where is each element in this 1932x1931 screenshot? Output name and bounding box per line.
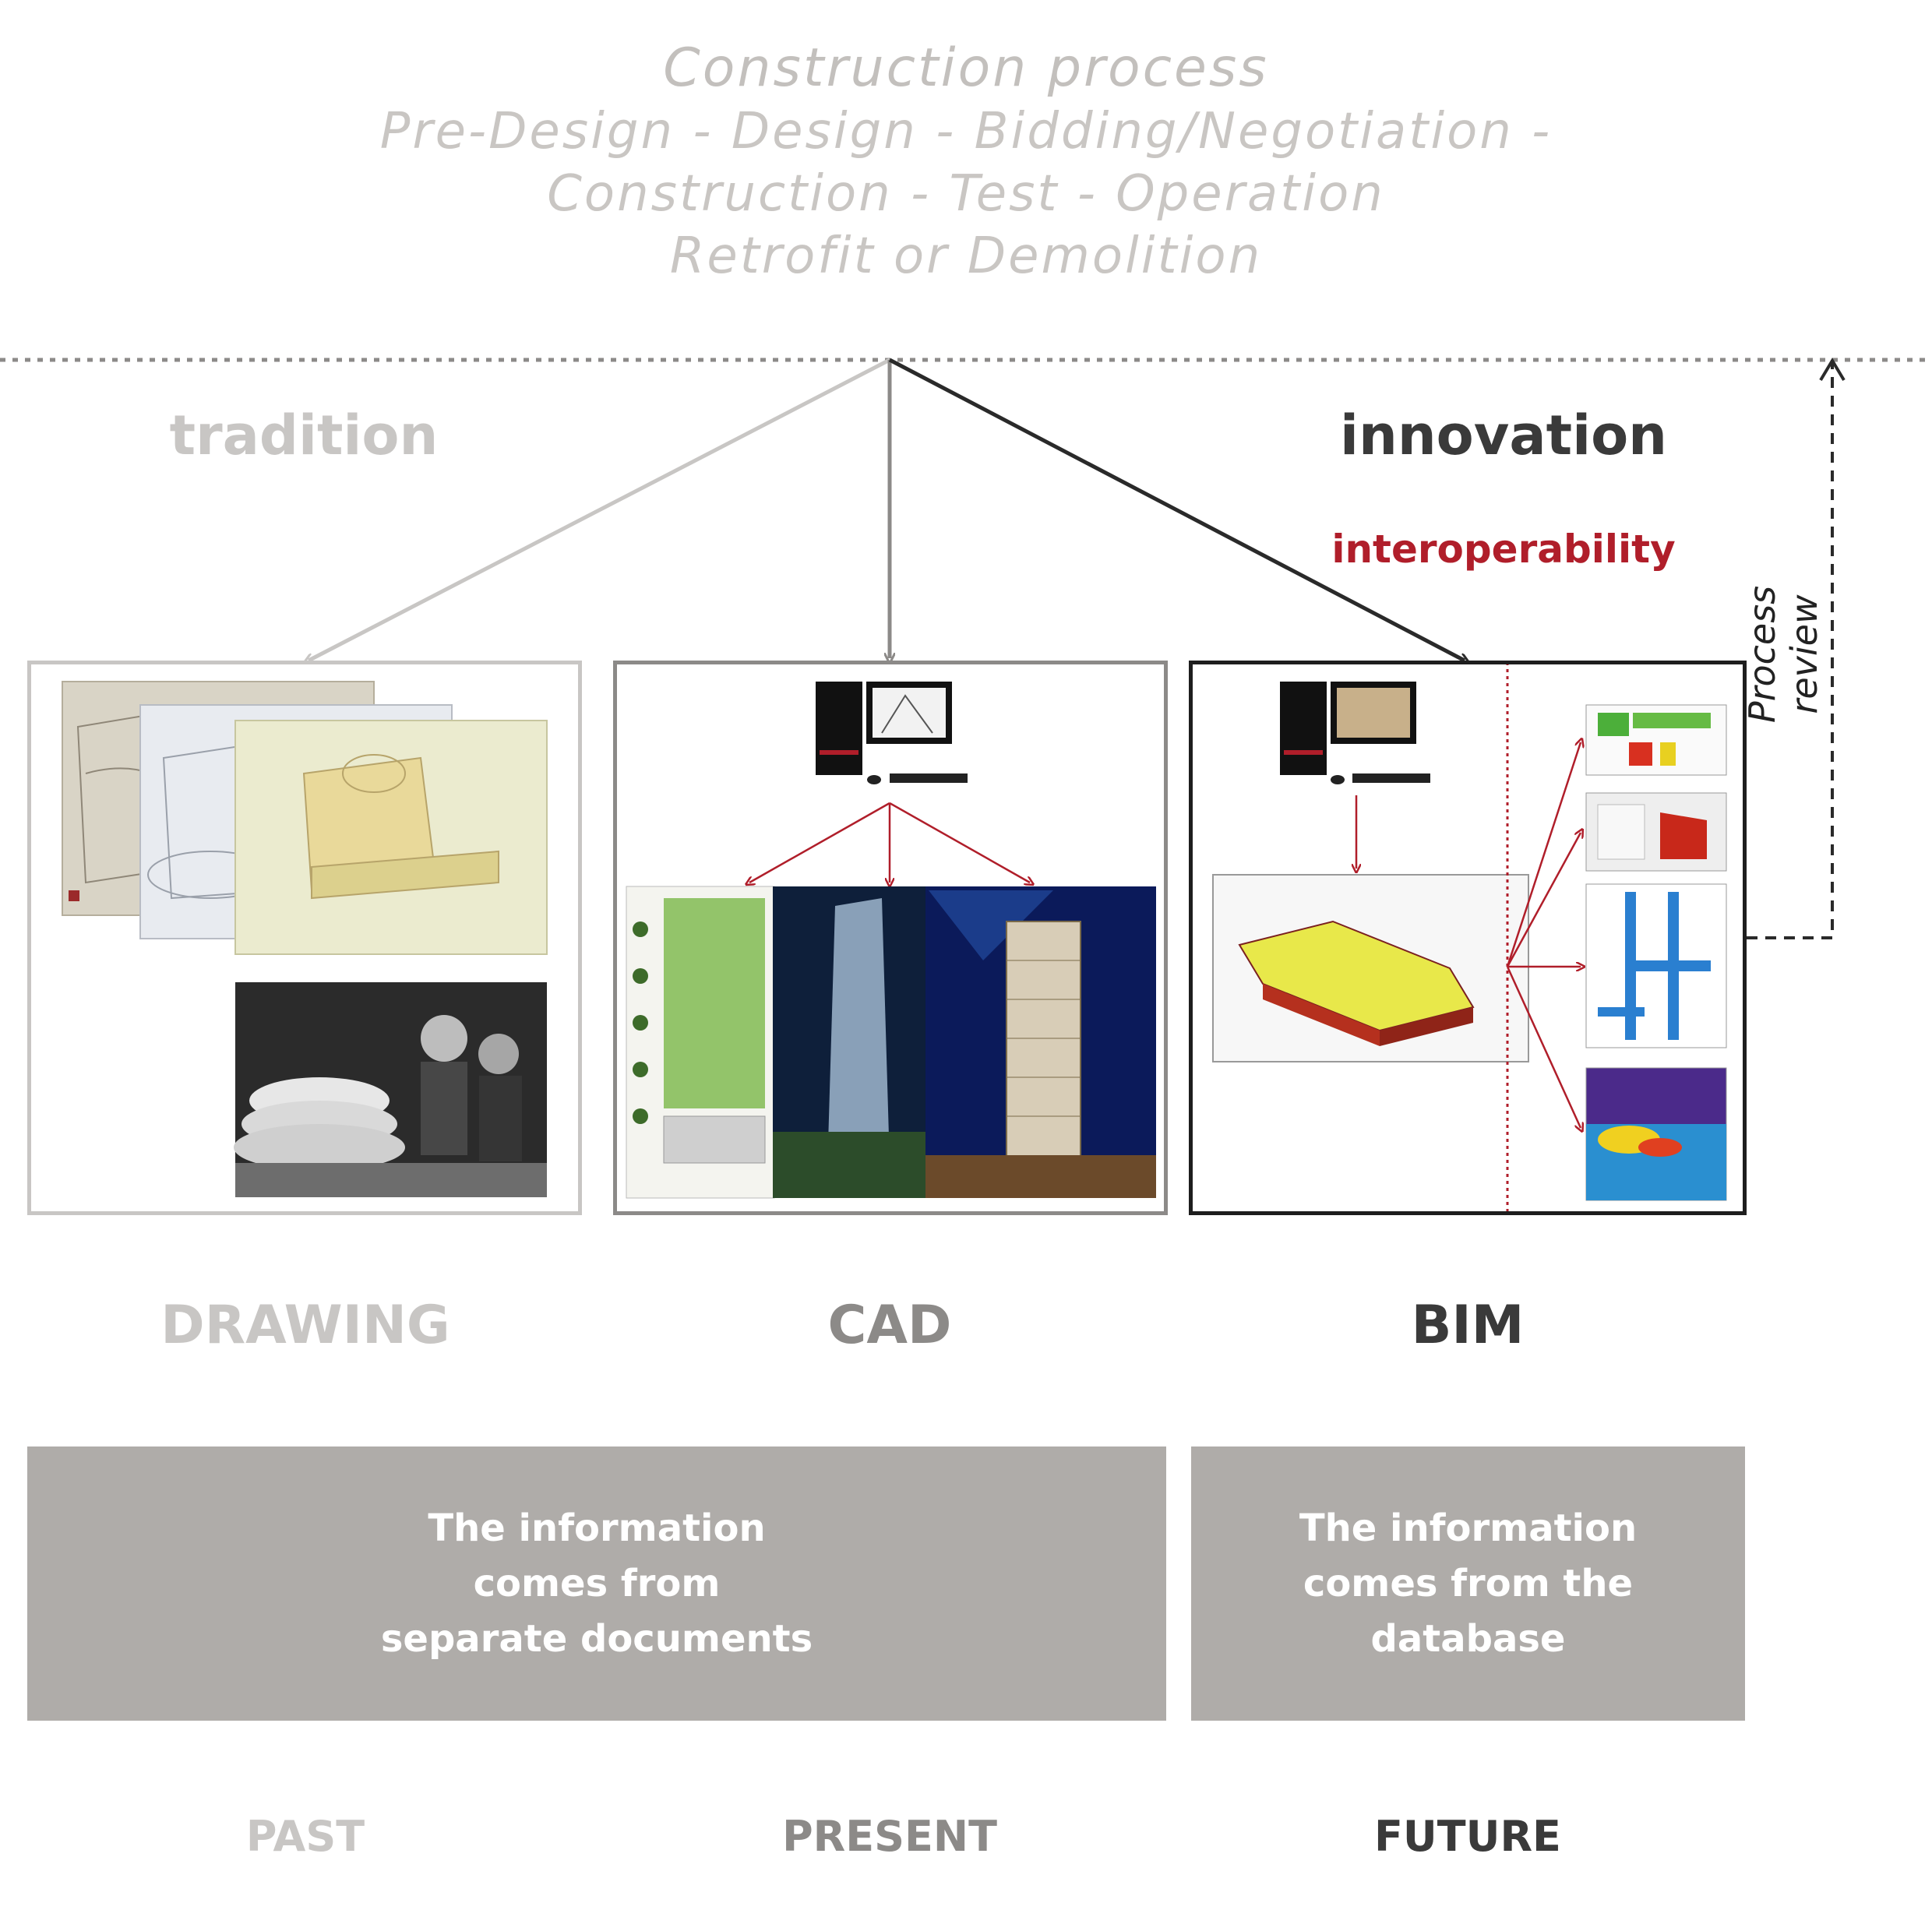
arrow-to-drawing — [308, 358, 891, 661]
drawing-panel — [27, 661, 582, 1215]
header-title: Construction process — [663, 37, 1269, 99]
mouse-icon — [867, 775, 881, 784]
keyboard-icon — [890, 773, 968, 783]
era-label-present: PRESENT — [782, 1812, 997, 1861]
header-line-2: Construction - Test - Operation — [547, 165, 1385, 223]
drawing-images — [62, 681, 548, 1197]
tool-label-bim: BIM — [1411, 1295, 1525, 1356]
keyboard-icon — [1352, 773, 1430, 783]
era-label-future: FUTURE — [1374, 1812, 1561, 1861]
cad-panel — [613, 661, 1168, 1215]
tool-label-cad: CAD — [827, 1295, 952, 1356]
label-interoperability: interoperability — [1331, 527, 1676, 572]
info-box-database: The information comes from the database — [1191, 1446, 1745, 1721]
info-text-database: The information comes from the database — [1299, 1506, 1638, 1661]
info-box-documents: The information comes from separate docu… — [27, 1446, 1166, 1721]
bim-images — [1212, 571, 1727, 1211]
computer-tower-icon — [1280, 682, 1327, 775]
header-line-1: Pre-Design - Design - Bidding/Negotiatio… — [379, 103, 1553, 160]
computer-tower-icon — [816, 682, 862, 775]
cad-images — [626, 682, 1156, 1199]
bim-panel — [1189, 571, 1747, 1215]
tool-label-drawing: DRAWING — [160, 1295, 450, 1356]
label-process-review: Process review — [1741, 585, 1825, 724]
process-review-arrowhead — [1819, 358, 1846, 382]
arrow-to-bim — [888, 358, 1465, 661]
era-label-past: PAST — [245, 1812, 365, 1861]
process-review-loop — [1747, 360, 1834, 939]
header-line-3: Retrofit or Demolition — [669, 227, 1263, 285]
label-innovation: innovation — [1340, 403, 1667, 467]
info-text-documents: The information comes from separate docu… — [380, 1506, 813, 1661]
label-tradition: tradition — [169, 403, 439, 467]
mouse-icon — [1331, 775, 1345, 784]
